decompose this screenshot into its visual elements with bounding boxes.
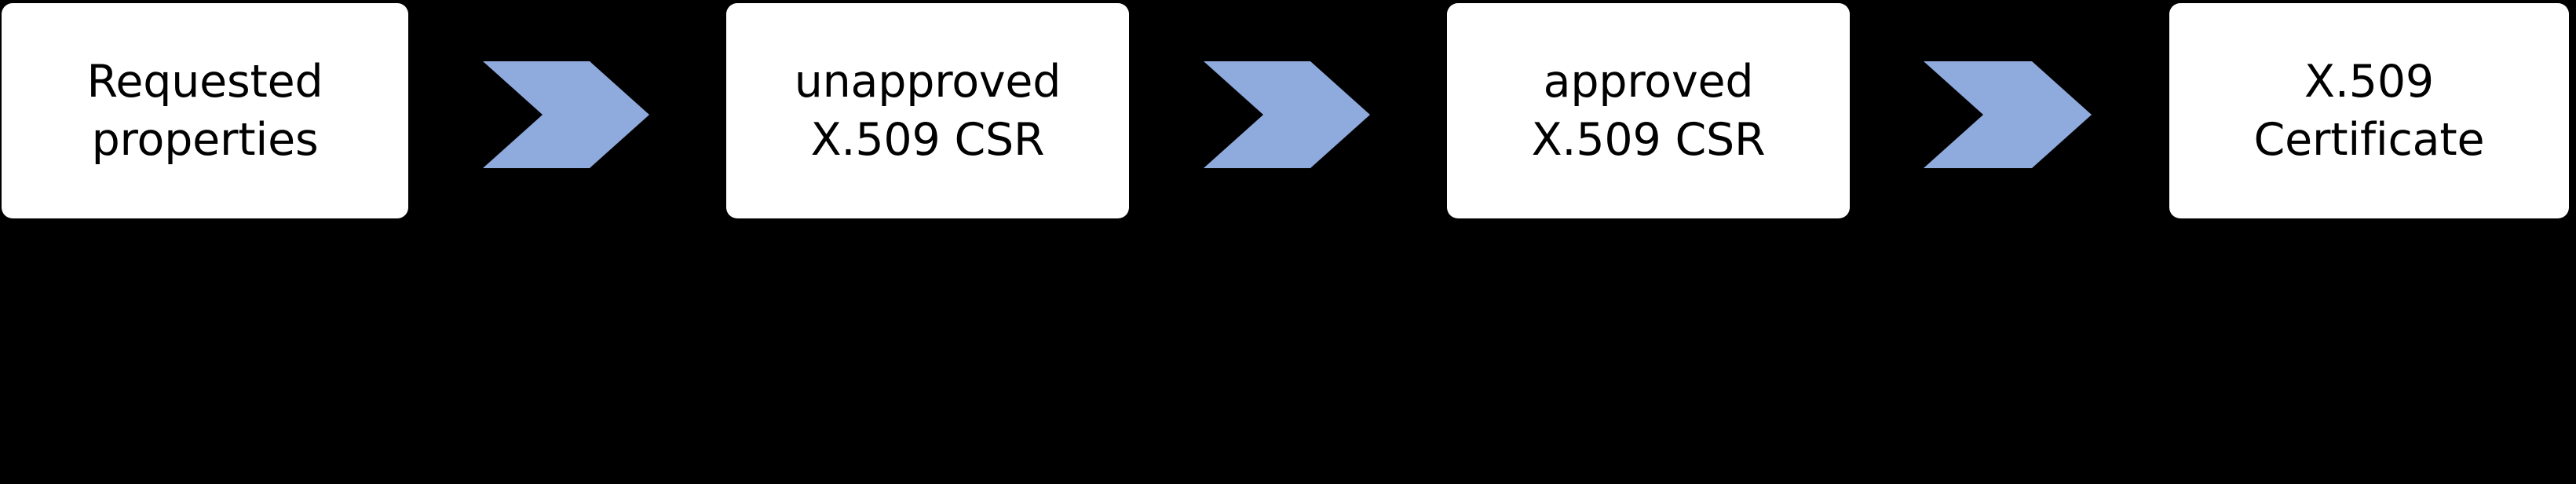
flow-box-line-2: X.509 CSR — [810, 114, 1045, 166]
flow-box-line-1: Requested — [86, 55, 323, 108]
chevron-right-icon — [483, 61, 649, 168]
flow-box-unapproved-csr[interactable]: unapproved X.509 CSR — [726, 3, 1129, 218]
flow-box-line-1: unapproved — [794, 55, 1061, 108]
flow-box-line-1: approved — [1543, 55, 1754, 108]
chevron-right-icon — [1204, 61, 1370, 168]
flow-box-requested-properties[interactable]: Requested properties — [2, 3, 408, 218]
flow-box-approved-csr[interactable]: approved X.509 CSR — [1447, 3, 1850, 218]
flow-box-line-2: properties — [91, 114, 319, 166]
flow-box-line-1: X.509 — [2304, 55, 2434, 108]
flow-box-line-2: X.509 CSR — [1531, 114, 1766, 166]
flow-box-x509-certificate[interactable]: X.509 Certificate — [2169, 3, 2569, 218]
chevron-right-icon — [1924, 61, 2092, 168]
flow-box-line-2: Certificate — [2253, 114, 2485, 166]
